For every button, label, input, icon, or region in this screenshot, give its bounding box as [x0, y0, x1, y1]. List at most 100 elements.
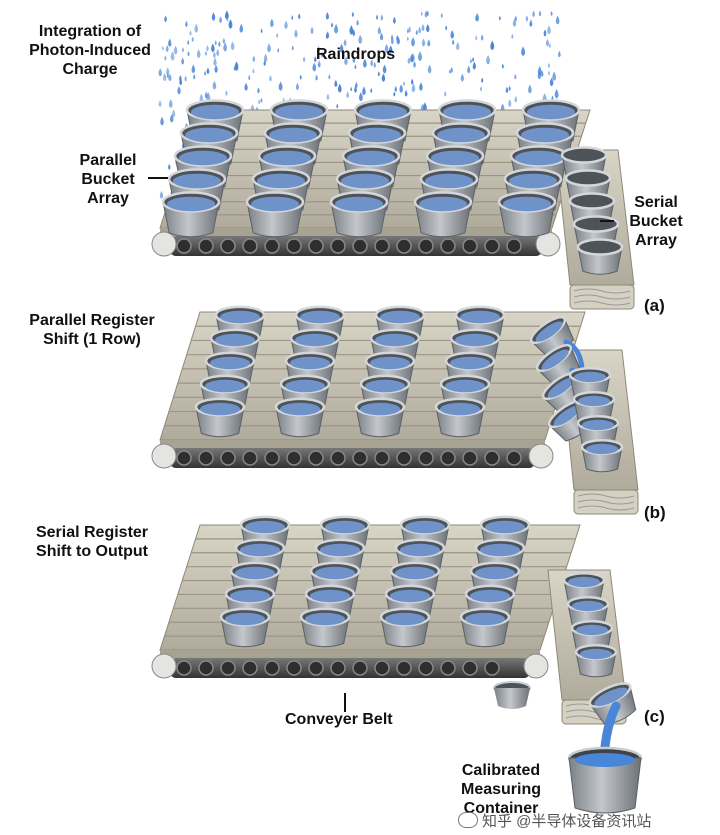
- raindrop: [356, 19, 359, 26]
- raindrop: [187, 51, 190, 57]
- raindrop: [538, 10, 542, 17]
- raindrop: [403, 81, 406, 86]
- raindrop: [424, 10, 428, 18]
- raindrop: [511, 33, 514, 39]
- bucket-rim: [560, 146, 608, 164]
- bucket-water: [594, 687, 628, 707]
- raindrop: [548, 42, 551, 48]
- raindrop: [214, 64, 218, 73]
- raindrop: [452, 39, 455, 45]
- raindrop: [554, 89, 559, 99]
- raindrop: [380, 14, 384, 21]
- parallel-bucket-line-2: Bucket: [81, 171, 135, 188]
- raindrop: [339, 43, 344, 53]
- raindrop: [390, 34, 394, 41]
- raindrop: [389, 45, 393, 54]
- raindrop: [475, 35, 478, 41]
- bucket-water: [547, 377, 575, 398]
- bucket-water: [395, 566, 435, 580]
- raindrop: [343, 38, 347, 47]
- raindrop: [449, 69, 451, 74]
- bucket-water: [210, 356, 250, 370]
- raindrop: [346, 91, 350, 99]
- belt-roller: [352, 450, 368, 466]
- belt-roller: [330, 660, 346, 676]
- belt-roller: [220, 238, 236, 254]
- parallel-bucket: [354, 397, 406, 438]
- bucket-water: [310, 589, 350, 603]
- raindrop: [456, 41, 460, 51]
- raindrop: [555, 15, 560, 25]
- raindrop: [411, 83, 416, 93]
- belt-roller: [440, 238, 456, 254]
- belt-roller: [286, 450, 302, 466]
- bucket-water: [320, 543, 360, 557]
- raindrop: [162, 72, 167, 82]
- raindrop: [421, 24, 425, 32]
- serial-bucket-line-1: Serial: [634, 194, 678, 211]
- raindrop: [317, 45, 321, 53]
- bucket-water: [375, 333, 415, 347]
- bucket-water: [445, 379, 485, 393]
- belt-roller: [440, 450, 456, 466]
- integration-line-1: Integration of: [38, 23, 142, 40]
- raindrop: [295, 82, 299, 91]
- raindrop: [181, 47, 184, 53]
- raindrop: [354, 64, 357, 70]
- raindrop: [211, 43, 215, 53]
- raindrop: [164, 55, 167, 61]
- chat-icon: [458, 812, 478, 828]
- raindrop: [423, 103, 427, 111]
- raindrop: [415, 29, 418, 35]
- serial-bucket-line-2: Bucket: [629, 213, 683, 230]
- bucket-water: [240, 543, 280, 557]
- raindrop: [263, 60, 266, 67]
- bucket-water: [269, 127, 317, 143]
- bucket-water: [347, 150, 395, 166]
- bucket-water: [230, 589, 270, 603]
- raindrop: [312, 62, 317, 72]
- bucket-water: [455, 333, 495, 347]
- raindrop: [350, 86, 353, 92]
- belt-roller: [198, 238, 214, 254]
- raindrop: [460, 73, 464, 82]
- panel-a-parallel-bucket-array: [151, 99, 635, 310]
- raindrop: [514, 73, 517, 80]
- raindrop: [498, 15, 501, 21]
- raindrop: [228, 19, 233, 29]
- belt-roller: [506, 450, 522, 466]
- belt-roller: [484, 238, 500, 254]
- bucket-water: [290, 356, 330, 370]
- bucket-water: [300, 310, 340, 324]
- raindrop: [269, 75, 272, 82]
- raindrop: [384, 43, 389, 53]
- bucket-water: [515, 150, 563, 166]
- raindrop: [260, 97, 263, 103]
- parallel-register-line-2: Shift (1 Row): [43, 331, 141, 348]
- bucket-water: [450, 356, 490, 370]
- raindrop: [244, 82, 248, 91]
- belt-roller: [396, 660, 412, 676]
- serial-belt-tread: [577, 499, 635, 505]
- parallel-bucket: [194, 397, 246, 438]
- raindrop: [298, 13, 301, 20]
- raindrop: [379, 32, 384, 41]
- raindrop: [399, 84, 403, 93]
- raindrop: [314, 56, 317, 63]
- raindrop: [552, 71, 557, 82]
- bucket-water: [470, 589, 510, 603]
- raindrop: [223, 42, 227, 52]
- belt-roller: [374, 238, 390, 254]
- serial-bucket: [580, 438, 624, 473]
- raindrop: [225, 90, 228, 96]
- bucket-water: [245, 520, 285, 534]
- bucket-water: [225, 612, 265, 626]
- label-pointer-lines: [148, 177, 614, 712]
- belt-roller: [396, 238, 412, 254]
- raindrop: [196, 49, 201, 59]
- raindrop: [355, 81, 358, 89]
- raindrop: [187, 39, 190, 45]
- belt-roller: [330, 450, 346, 466]
- raindrop: [375, 14, 379, 20]
- serial-belt-tread: [573, 288, 631, 294]
